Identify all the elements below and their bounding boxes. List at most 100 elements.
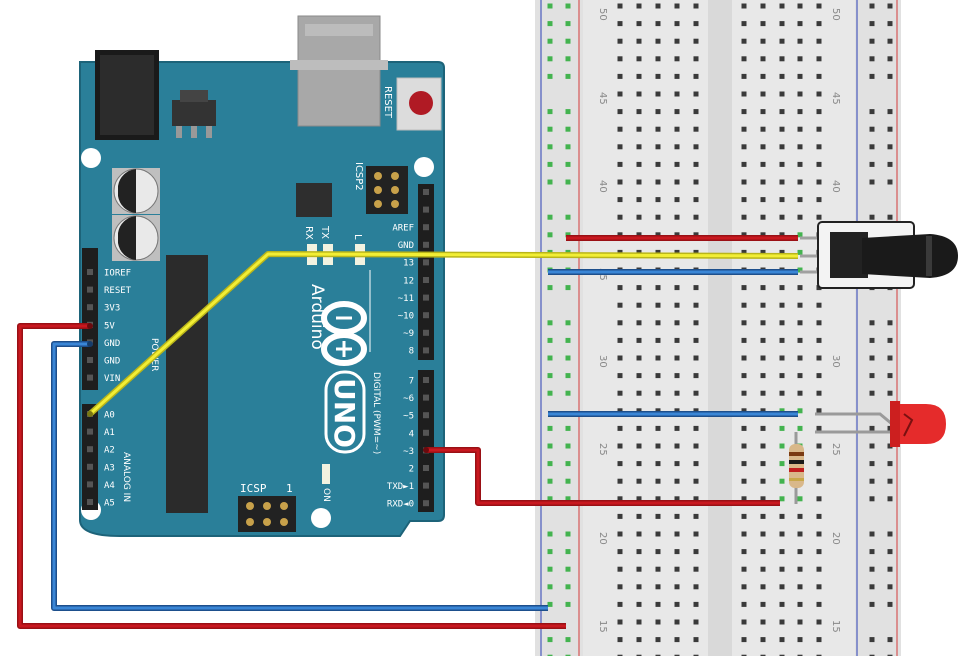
terminal-hole[interactable] xyxy=(693,637,699,643)
header-pin[interactable] xyxy=(423,377,429,383)
terminal-hole[interactable] xyxy=(636,355,642,361)
terminal-hole[interactable] xyxy=(674,214,680,220)
terminal-hole[interactable] xyxy=(816,109,822,115)
terminal-hole[interactable] xyxy=(655,654,661,656)
terminal-hole[interactable] xyxy=(741,390,747,396)
terminal-hole[interactable] xyxy=(760,566,766,572)
terminal-hole[interactable] xyxy=(741,373,747,379)
terminal-hole[interactable] xyxy=(674,232,680,238)
terminal-hole[interactable] xyxy=(674,3,680,9)
rail-hole[interactable] xyxy=(547,56,553,62)
terminal-hole[interactable] xyxy=(816,513,822,519)
rail-hole[interactable] xyxy=(887,390,893,396)
terminal-hole[interactable] xyxy=(741,38,747,44)
terminal-hole[interactable] xyxy=(693,161,699,167)
terminal-hole[interactable] xyxy=(816,478,822,484)
terminal-hole[interactable] xyxy=(779,601,785,607)
terminal-hole[interactable] xyxy=(655,461,661,467)
rail-hole[interactable] xyxy=(565,601,571,607)
rail-hole[interactable] xyxy=(565,654,571,656)
terminal-hole[interactable] xyxy=(617,584,623,590)
header-pin[interactable] xyxy=(423,206,429,213)
terminal-hole[interactable] xyxy=(693,654,699,656)
terminal-hole[interactable] xyxy=(760,91,766,97)
terminal-hole[interactable] xyxy=(760,373,766,379)
terminal-hole[interactable] xyxy=(636,285,642,291)
terminal-hole[interactable] xyxy=(779,179,785,185)
terminal-hole[interactable] xyxy=(693,285,699,291)
terminal-hole[interactable] xyxy=(797,109,803,115)
rail-hole[interactable] xyxy=(547,566,553,572)
terminal-hole[interactable] xyxy=(816,144,822,150)
rail-hole[interactable] xyxy=(565,531,571,537)
terminal-hole[interactable] xyxy=(655,443,661,449)
terminal-hole[interactable] xyxy=(797,549,803,555)
terminal-hole[interactable] xyxy=(797,355,803,361)
rail-hole[interactable] xyxy=(565,232,571,238)
terminal-hole[interactable] xyxy=(779,38,785,44)
terminal-hole[interactable] xyxy=(693,443,699,449)
terminal-hole[interactable] xyxy=(797,197,803,203)
terminal-hole[interactable] xyxy=(797,249,803,255)
terminal-hole[interactable] xyxy=(760,496,766,502)
terminal-hole[interactable] xyxy=(779,73,785,79)
terminal-hole[interactable] xyxy=(816,126,822,132)
terminal-hole[interactable] xyxy=(674,197,680,203)
terminal-hole[interactable] xyxy=(636,91,642,97)
terminal-hole[interactable] xyxy=(617,285,623,291)
rail-hole[interactable] xyxy=(565,285,571,291)
terminal-hole[interactable] xyxy=(760,285,766,291)
terminal-hole[interactable] xyxy=(797,496,803,502)
terminal-hole[interactable] xyxy=(636,3,642,9)
terminal-hole[interactable] xyxy=(617,549,623,555)
terminal-hole[interactable] xyxy=(760,461,766,467)
rail-hole[interactable] xyxy=(887,109,893,115)
rail-hole[interactable] xyxy=(547,390,553,396)
rail-hole[interactable] xyxy=(869,126,875,132)
terminal-hole[interactable] xyxy=(779,549,785,555)
terminal-hole[interactable] xyxy=(760,320,766,326)
terminal-hole[interactable] xyxy=(741,109,747,115)
rail-hole[interactable] xyxy=(547,285,553,291)
header-pin[interactable] xyxy=(87,481,93,488)
header-pin[interactable] xyxy=(423,482,429,489)
terminal-hole[interactable] xyxy=(636,478,642,484)
terminal-hole[interactable] xyxy=(816,355,822,361)
rail-hole[interactable] xyxy=(887,355,893,361)
terminal-hole[interactable] xyxy=(797,654,803,656)
terminal-hole[interactable] xyxy=(693,249,699,255)
terminal-hole[interactable] xyxy=(760,197,766,203)
rail-hole[interactable] xyxy=(887,637,893,643)
terminal-hole[interactable] xyxy=(760,179,766,185)
terminal-hole[interactable] xyxy=(617,144,623,150)
terminal-hole[interactable] xyxy=(741,179,747,185)
terminal-hole[interactable] xyxy=(693,408,699,414)
terminal-hole[interactable] xyxy=(617,161,623,167)
terminal-hole[interactable] xyxy=(617,3,623,9)
terminal-hole[interactable] xyxy=(797,425,803,431)
resistor[interactable] xyxy=(789,432,804,504)
terminal-hole[interactable] xyxy=(693,3,699,9)
terminal-hole[interactable] xyxy=(636,144,642,150)
terminal-hole[interactable] xyxy=(636,637,642,643)
rail-hole[interactable] xyxy=(887,126,893,132)
terminal-hole[interactable] xyxy=(636,390,642,396)
terminal-hole[interactable] xyxy=(779,478,785,484)
rail-hole[interactable] xyxy=(887,549,893,555)
terminal-hole[interactable] xyxy=(779,584,785,590)
rail-hole[interactable] xyxy=(547,584,553,590)
rail-hole[interactable] xyxy=(565,214,571,220)
terminal-hole[interactable] xyxy=(655,249,661,255)
terminal-hole[interactable] xyxy=(816,654,822,656)
header-pin[interactable] xyxy=(87,286,93,293)
header-pin[interactable] xyxy=(87,374,93,381)
terminal-hole[interactable] xyxy=(674,584,680,590)
terminal-hole[interactable] xyxy=(797,126,803,132)
terminal-hole[interactable] xyxy=(617,443,623,449)
rail-hole[interactable] xyxy=(547,355,553,361)
rail-hole[interactable] xyxy=(547,549,553,555)
terminal-hole[interactable] xyxy=(674,373,680,379)
terminal-hole[interactable] xyxy=(797,214,803,220)
rail-hole[interactable] xyxy=(547,443,553,449)
rail-hole[interactable] xyxy=(887,496,893,502)
